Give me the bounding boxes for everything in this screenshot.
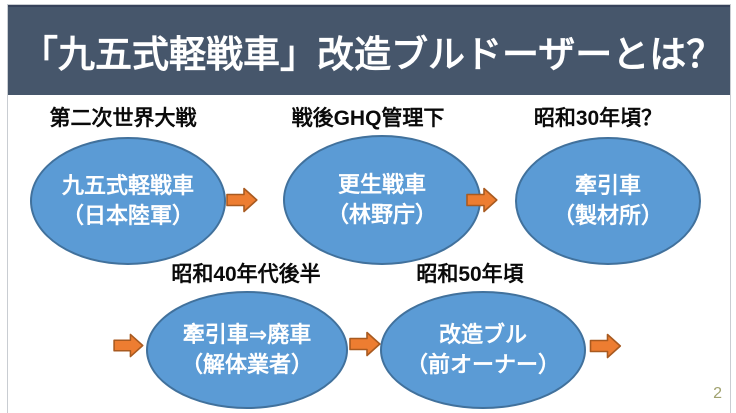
flow-node-tow-tractor: 牽引車 （製材所） — [515, 137, 701, 265]
node-line1: 更生戦車 — [337, 171, 426, 197]
flow-node-type95-tank: 九五式軽戦車 （日本陸軍） — [30, 137, 226, 265]
era-label-ghq: 戦後GHQ管理下 — [291, 107, 445, 130]
arrow-right-icon — [226, 187, 258, 213]
node-line2: （前オーナー） — [405, 352, 560, 377]
era-label-showa40s: 昭和40年代後半 — [171, 263, 321, 286]
arrow-right-icon — [589, 333, 622, 359]
era-label-showa50: 昭和50年頃 — [416, 263, 524, 286]
arrow-right-icon — [466, 187, 498, 213]
node-line1: 牽引車⇒廃車 — [182, 321, 312, 347]
node-line2: （林野庁） — [326, 202, 437, 227]
node-line2: （日本陸軍） — [61, 203, 194, 228]
node-line1: 九五式軽戦車 — [61, 172, 194, 198]
node-line2: （解体業者） — [180, 352, 313, 377]
flow-node-scrapped: 牽引車⇒廃車 （解体業者） — [146, 291, 348, 409]
node-line2: （製材所） — [552, 203, 663, 228]
flow-node-converted-dozer: 改造ブル （前オーナー） — [380, 291, 586, 409]
arrow-right-icon — [349, 331, 381, 357]
era-label-ww2: 第二次世界大戦 — [49, 107, 197, 130]
era-label-showa30: 昭和30年頃？ — [533, 107, 663, 130]
arrow-right-icon — [113, 333, 144, 358]
slide-title: 「九五式軽戦車」改造ブルドーザーとは？ — [21, 34, 724, 75]
page-number: 2 — [713, 385, 722, 402]
node-line1: 牽引車 — [574, 172, 641, 198]
node-line1: 改造ブル — [438, 321, 527, 347]
flow-node-rehab-tank: 更生戦車 （林野庁） — [283, 135, 481, 265]
slide-title-bar: 「九五式軽戦車」改造ブルドーザーとは？ — [8, 5, 731, 95]
